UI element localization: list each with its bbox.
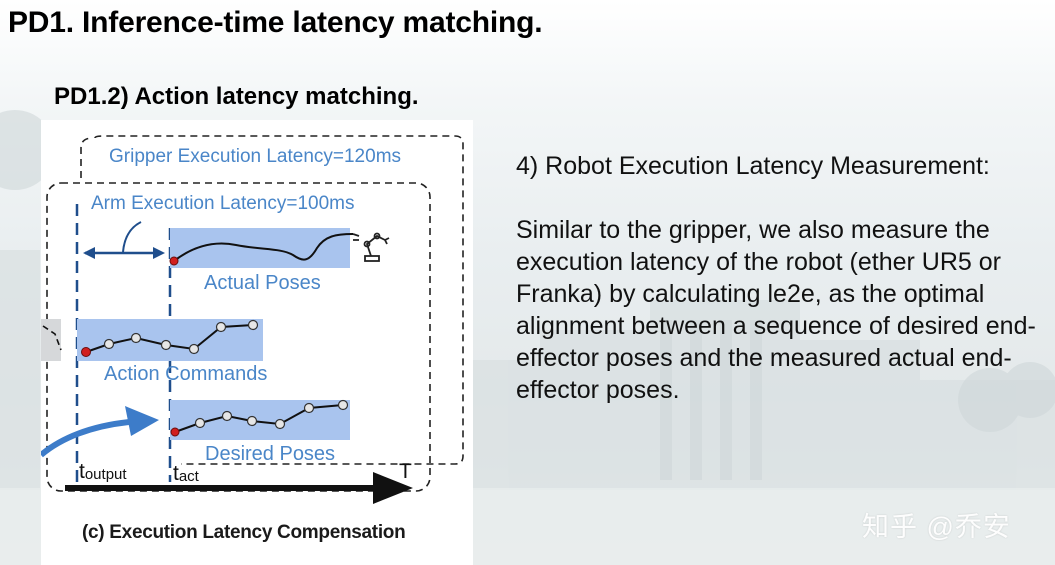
gripper-latency-box (94, 135, 464, 465)
description-heading: 4) Robot Execution Latency Measurement: (516, 152, 990, 180)
desired-poses-label: Desired Poses (205, 443, 335, 465)
actual-start-dot (169, 256, 179, 266)
time-axis-label: T (399, 460, 412, 483)
t-output-label: toutput (79, 460, 127, 483)
latency-diagram: Gripper Execution Latency=120ms Arm Exec… (41, 135, 464, 504)
action-command-points (103, 319, 259, 355)
slide-title: PD1. Inference-time latency matching. (8, 6, 543, 39)
desired-pose-points (194, 399, 349, 430)
action-start-dot (81, 347, 91, 357)
t-act-label: tact (173, 462, 200, 485)
shift-arrow (41, 419, 130, 458)
robot-arm-icon (352, 232, 390, 262)
action-commands-left-stub (41, 319, 61, 361)
description-block: 4) Robot Execution Latency Measurement: … (516, 150, 1046, 406)
slide-subtitle: PD1.2) Action latency matching. (54, 83, 419, 110)
action-commands-label: Action Commands (104, 363, 267, 385)
latency-figure: Gripper Execution Latency=120ms Arm Exec… (41, 120, 473, 565)
time-axis-arrowhead (373, 472, 413, 504)
latency-pointer-curve (122, 221, 142, 253)
figure-caption: (c) Execution Latency Compensation (82, 522, 406, 543)
description-body: Similar to the gripper, we also measure … (516, 216, 1036, 404)
arm-latency-label: Arm Execution Latency=100ms (91, 193, 355, 214)
desired-start-dot (170, 427, 180, 437)
watermark: 知乎 @乔安 (862, 512, 1011, 542)
actual-poses-curve (173, 233, 354, 262)
actual-poses-label: Actual Poses (204, 272, 321, 294)
gripper-latency-label: Gripper Execution Latency=120ms (109, 146, 401, 167)
